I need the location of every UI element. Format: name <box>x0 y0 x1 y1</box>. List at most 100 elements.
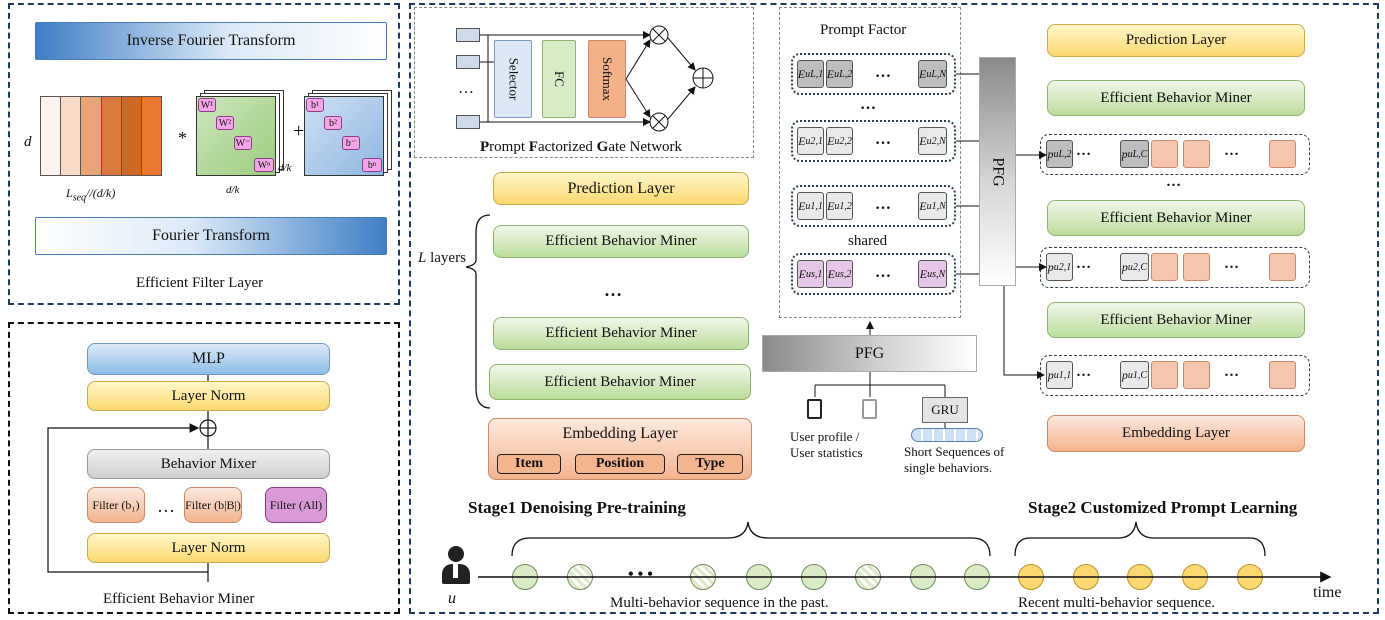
gru-block: GRU <box>922 397 968 423</box>
gate-network-title: Prompt Factorized Gate Network <box>480 139 683 155</box>
item-L-1 <box>1151 140 1178 168</box>
bias-matrix: b¹ b² b⁻ bⁿ <box>304 90 392 178</box>
gate-input-2 <box>456 55 480 69</box>
pfg-side: PFG <box>979 57 1016 286</box>
embedding-item: Item <box>497 454 561 474</box>
item-2-1 <box>1151 253 1178 281</box>
layer-norm-bottom: Layer Norm <box>87 533 330 563</box>
factor-s-dots: … <box>875 264 891 281</box>
item-1-3 <box>1269 361 1296 389</box>
prompt-1-dots-b: … <box>1224 364 1239 380</box>
behavior-miner-panel <box>8 322 400 614</box>
filter-layer-panel <box>8 3 400 305</box>
prompt-factor-frame <box>779 7 961 318</box>
behavior-mixer: Behavior Mixer <box>87 449 330 479</box>
fourier-transform: Fourier Transform <box>35 217 387 255</box>
stage2-miner-2: Efficient Behavior Miner <box>1047 200 1305 236</box>
short-seq-label: Short Sequences of single behaviors. <box>904 444 1005 475</box>
dk-label-bottom: d/k <box>226 184 240 196</box>
factor-vertical-dots: … <box>860 96 876 113</box>
prompt-L-dots-b: … <box>1224 143 1239 159</box>
inverse-fourier-transform: Inverse Fourier Transform <box>35 22 387 60</box>
item-2-2 <box>1183 253 1210 281</box>
stage2-embedding-layer: Embedding Layer <box>1047 415 1305 452</box>
factor-row-2 <box>791 120 956 162</box>
factor-L-dots: … <box>875 64 891 81</box>
stage2-prediction-layer: Prediction Layer <box>1047 24 1305 57</box>
prompt-2-dots-a: … <box>1076 256 1091 272</box>
filter-dots: … <box>157 496 175 516</box>
wn-cell: Wⁿ <box>254 158 274 172</box>
filter-layer-title: Efficient Filter Layer <box>136 275 264 291</box>
multiply-symbol: * <box>178 128 187 148</box>
item-L-3 <box>1269 140 1296 168</box>
embedding-type: Type <box>677 454 743 474</box>
filter-b1: Filter (b₁) <box>87 487 145 523</box>
mlp-block: MLP <box>87 343 330 375</box>
b2-cell: b² <box>324 116 342 130</box>
stage2-miner-3: Efficient Behavior Miner <box>1047 302 1305 338</box>
item-1-1 <box>1151 361 1178 389</box>
user-label: u <box>448 590 456 607</box>
stage1-miner-3: Efficient Behavior Miner <box>489 364 751 400</box>
item-L-2 <box>1183 140 1210 168</box>
user-profile-label: User profile / User statistics <box>790 429 863 460</box>
w1-cell: W¹ <box>198 98 216 112</box>
gate-input-1 <box>456 28 480 42</box>
bn-cell: bⁿ <box>362 158 382 172</box>
dk-label-side: d/k <box>278 162 292 174</box>
item-1-2 <box>1183 361 1210 389</box>
factor-row-s <box>791 253 956 295</box>
w2-cell: W² <box>216 116 234 130</box>
stage1-title: Stage1 Denoising Pre-training <box>468 498 686 517</box>
prompt-L-dots-a: … <box>1076 143 1091 159</box>
stage1-miner-dots: … <box>604 280 622 300</box>
lseq-label: Lseq//(d/k) <box>66 186 116 204</box>
pfg-bottom: PFG <box>762 335 977 372</box>
embedding-position: Position <box>575 454 665 474</box>
filter-bB: Filter (b|B|) <box>184 487 242 523</box>
shared-label: shared <box>848 233 888 249</box>
factor-1-dots: … <box>875 196 891 213</box>
past-sequence-label: Multi-behavior sequence in the past. <box>610 595 829 611</box>
gate-input-dots: … <box>458 80 474 97</box>
behavior-miner-title: Efficient Behavior Miner <box>103 591 255 607</box>
stage2-title: Stage2 Customized Prompt Learning <box>1028 498 1298 517</box>
selector-block: Selector <box>494 40 532 118</box>
gate-network-frame <box>414 7 754 158</box>
item-2-3 <box>1269 253 1296 281</box>
recent-sequence-label: Recent multi-behavior sequence. <box>1018 595 1216 611</box>
prompt-1-dots-a: … <box>1076 364 1091 380</box>
stage1-prediction-layer: Prediction Layer <box>493 172 749 205</box>
b1-cell: b¹ <box>306 98 324 112</box>
sequence-tensor <box>40 96 162 176</box>
framework-panel <box>409 3 1379 614</box>
dimension-d-label: d <box>24 134 32 150</box>
user-icon <box>440 546 470 586</box>
short-seq-chain <box>911 428 983 442</box>
stage1-miner-1: Efficient Behavior Miner <box>493 225 749 258</box>
prompt-factor-title: Prompt Factor <box>820 22 907 38</box>
fc-block: FC <box>542 40 576 118</box>
layers-label: L layers <box>418 250 466 266</box>
profile-icon-2 <box>862 399 877 419</box>
time-label: time <box>1313 584 1342 601</box>
softmax-block: Softmax <box>588 40 626 118</box>
plus-symbol: + <box>293 120 305 142</box>
stage2-vertical-dots: … <box>1166 174 1181 190</box>
timeline-dots: • • • <box>628 566 653 583</box>
